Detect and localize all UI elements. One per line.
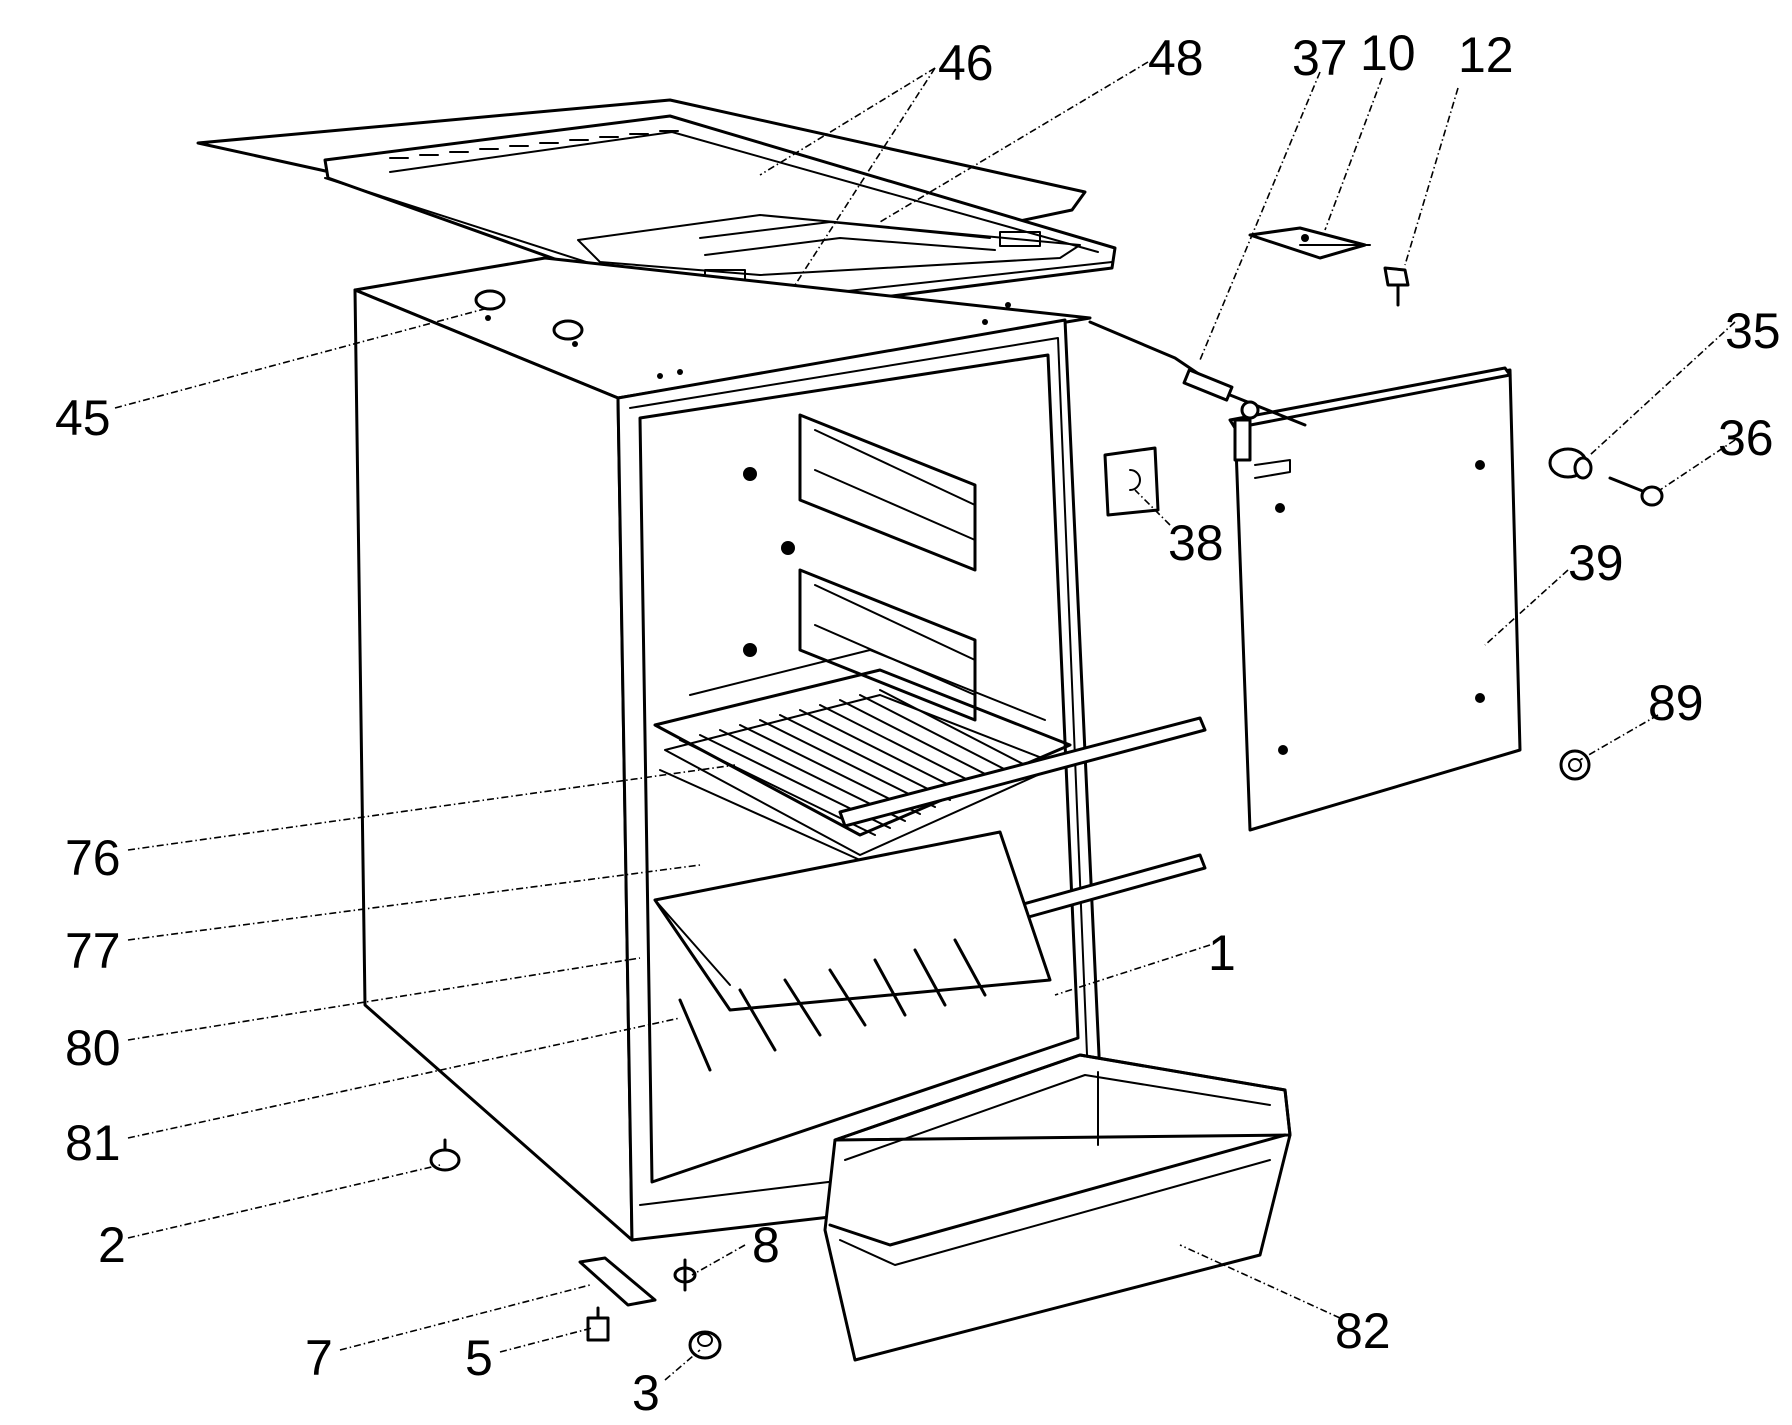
hinge [1248,226,1371,260]
plate-7 [578,1256,657,1307]
door-panel [1228,366,1522,832]
glass-shelf [653,830,1052,1012]
label-38: 38 [1168,515,1224,571]
leader-lines [114,61,1736,1381]
label-76: 76 [65,830,121,886]
knob-35 [1548,447,1593,480]
label-46: 46 [938,35,994,91]
bracket-38 [1103,446,1160,517]
label-45: 45 [55,390,111,446]
part-5 [586,1306,610,1342]
label-35: 35 [1725,303,1781,359]
label-2: 2 [98,1217,126,1273]
label-81: 81 [65,1115,121,1171]
label-82: 82 [1335,1303,1391,1359]
label-89: 89 [1648,675,1704,731]
part-labels: 46 48 37 10 12 35 36 45 38 39 89 76 77 8… [55,25,1781,1421]
label-10: 10 [1360,25,1416,81]
label-80: 80 [65,1020,121,1076]
label-12: 12 [1458,27,1514,83]
cable [1088,320,1307,427]
label-36: 36 [1718,410,1774,466]
part-8 [673,1258,697,1292]
label-37: 37 [1292,30,1348,86]
label-77: 77 [65,923,121,979]
label-1: 1 [1208,925,1236,981]
part-3 [688,1330,722,1360]
door-bin [823,1053,1292,1362]
top-bumpers [474,289,584,341]
bottom-bars [678,938,987,1072]
label-48: 48 [1148,30,1204,86]
label-7: 7 [305,1330,333,1386]
label-3: 3 [632,1365,660,1421]
label-5: 5 [465,1330,493,1386]
bumper-89 [1559,749,1591,781]
foot-2 [429,1138,461,1172]
label-8: 8 [752,1217,780,1273]
label-39: 39 [1568,535,1624,591]
vent-slots [389,130,679,159]
screw-36 [1608,476,1664,507]
screw-12 [1383,266,1410,307]
